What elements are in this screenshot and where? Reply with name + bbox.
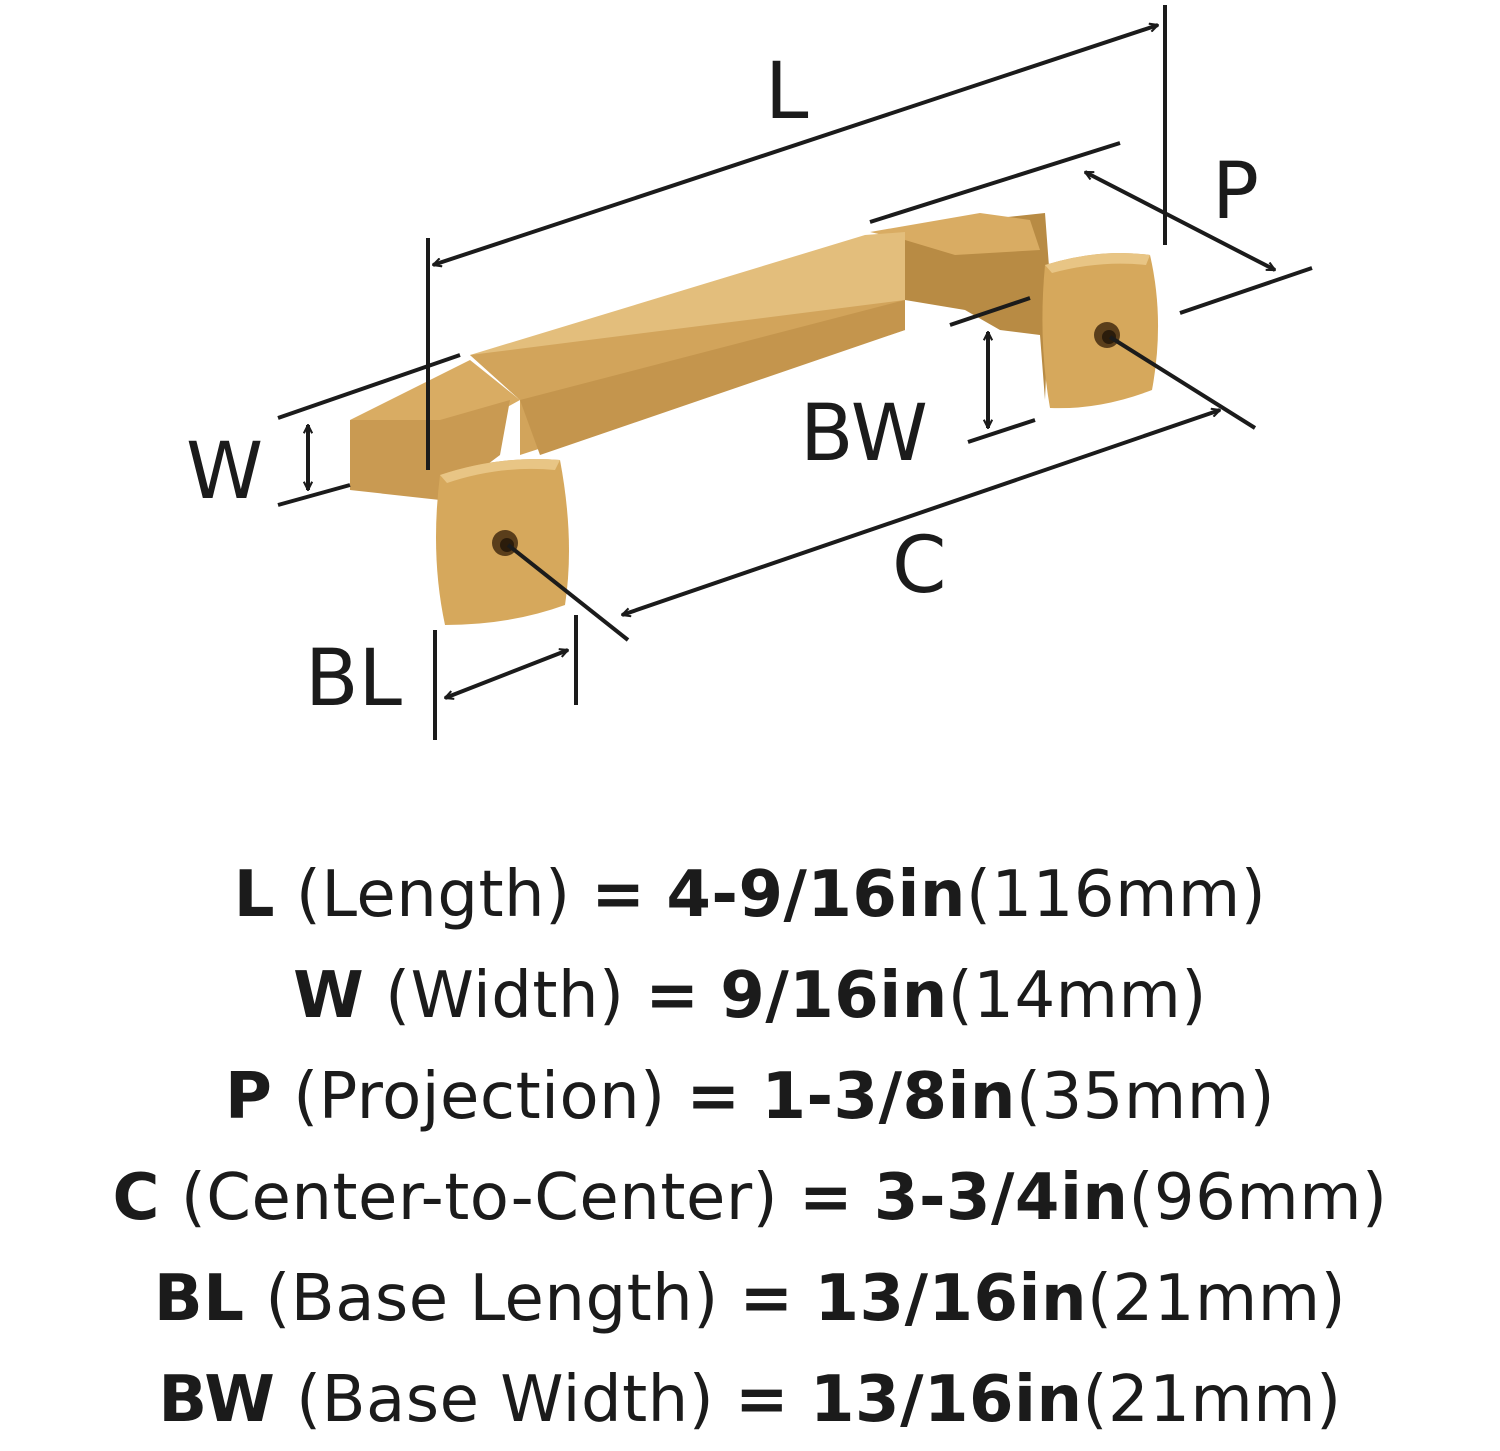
spec-name: (Projection) xyxy=(293,1060,666,1134)
base-width-extension-top xyxy=(949,296,1031,327)
base-length-label: BL xyxy=(305,634,403,724)
spec-equals: = xyxy=(591,858,646,932)
center-leader-right xyxy=(1108,335,1257,430)
base-width-extension-bottom xyxy=(967,418,1036,444)
spec-imperial: 9/16in xyxy=(720,959,948,1033)
spec-code: P xyxy=(224,1060,273,1134)
center-leader-left xyxy=(506,543,630,642)
spec-equals: = xyxy=(739,1262,794,1336)
spec-name: (Base Length) xyxy=(265,1262,719,1336)
spec-code: W xyxy=(293,959,365,1033)
width-extension-bottom xyxy=(277,483,351,507)
cabinet-pull-handle xyxy=(350,213,1159,625)
length-dimension: L xyxy=(426,5,1167,470)
spec-name: (Center-to-Center) xyxy=(180,1161,779,1235)
center-label: C xyxy=(892,521,946,611)
dimension-specs-list: L (Length) = 4-9/16in(116mm) W (Width) =… xyxy=(0,845,1500,1451)
width-label: W xyxy=(186,427,263,517)
spec-metric: (14mm) xyxy=(947,959,1207,1033)
spec-code: L xyxy=(233,858,276,932)
spec-name: (Length) xyxy=(295,858,571,932)
projection-extension-bottom xyxy=(1179,266,1313,315)
projection-dimension: P xyxy=(869,141,1313,315)
spec-equals: = xyxy=(798,1161,854,1235)
spec-name: (Width) xyxy=(385,959,625,1033)
spec-equals: = xyxy=(686,1060,741,1134)
spec-center-to-center: C (Center-to-Center) = 3-3/4in(96mm) xyxy=(0,1148,1500,1249)
spec-imperial: 13/16in xyxy=(810,1363,1083,1437)
spec-imperial: 3-3/4in xyxy=(873,1161,1129,1235)
width-dimension: W xyxy=(186,353,461,517)
spec-imperial: 4-9/16in xyxy=(666,858,966,932)
length-arrow xyxy=(433,25,1158,265)
center-dimension: C xyxy=(506,335,1257,642)
spec-imperial: 13/16in xyxy=(814,1262,1088,1336)
spec-metric: (21mm) xyxy=(1087,1262,1347,1336)
spec-equals: = xyxy=(735,1363,790,1437)
length-label: L xyxy=(765,47,809,137)
spec-metric: (21mm) xyxy=(1082,1363,1342,1437)
spec-projection: P (Projection) = 1-3/8in(35mm) xyxy=(0,1047,1500,1148)
dimension-diagram: L P W BW C BL xyxy=(186,5,1313,740)
spec-code: BW xyxy=(158,1363,276,1437)
spec-code: BL xyxy=(153,1262,245,1336)
projection-label: P xyxy=(1212,147,1259,237)
spec-width: W (Width) = 9/16in(14mm) xyxy=(0,946,1500,1047)
spec-metric: (96mm) xyxy=(1128,1161,1388,1235)
grip-underside xyxy=(520,300,905,455)
projection-arrow xyxy=(1085,170,1275,272)
center-arrow xyxy=(622,410,1220,615)
spec-equals: = xyxy=(645,959,700,1033)
left-base-plate-edge xyxy=(440,459,560,483)
projection-extension-top xyxy=(869,141,1121,224)
base-length-arrow xyxy=(445,650,568,698)
base-length-dimension: BL xyxy=(305,615,578,740)
spec-base-length: BL (Base Length) = 13/16in(21mm) xyxy=(0,1249,1500,1350)
spec-code: C xyxy=(112,1161,160,1235)
spec-name: (Base Width) xyxy=(296,1363,715,1437)
spec-length: L (Length) = 4-9/16in(116mm) xyxy=(0,845,1500,946)
spec-imperial: 1-3/8in xyxy=(761,1060,1016,1134)
spec-metric: (116mm) xyxy=(965,858,1267,932)
width-extension-top xyxy=(277,353,461,420)
spec-base-width: BW (Base Width) = 13/16in(21mm) xyxy=(0,1350,1500,1451)
base-width-label: BW xyxy=(800,389,928,479)
spec-metric: (35mm) xyxy=(1015,1060,1276,1134)
